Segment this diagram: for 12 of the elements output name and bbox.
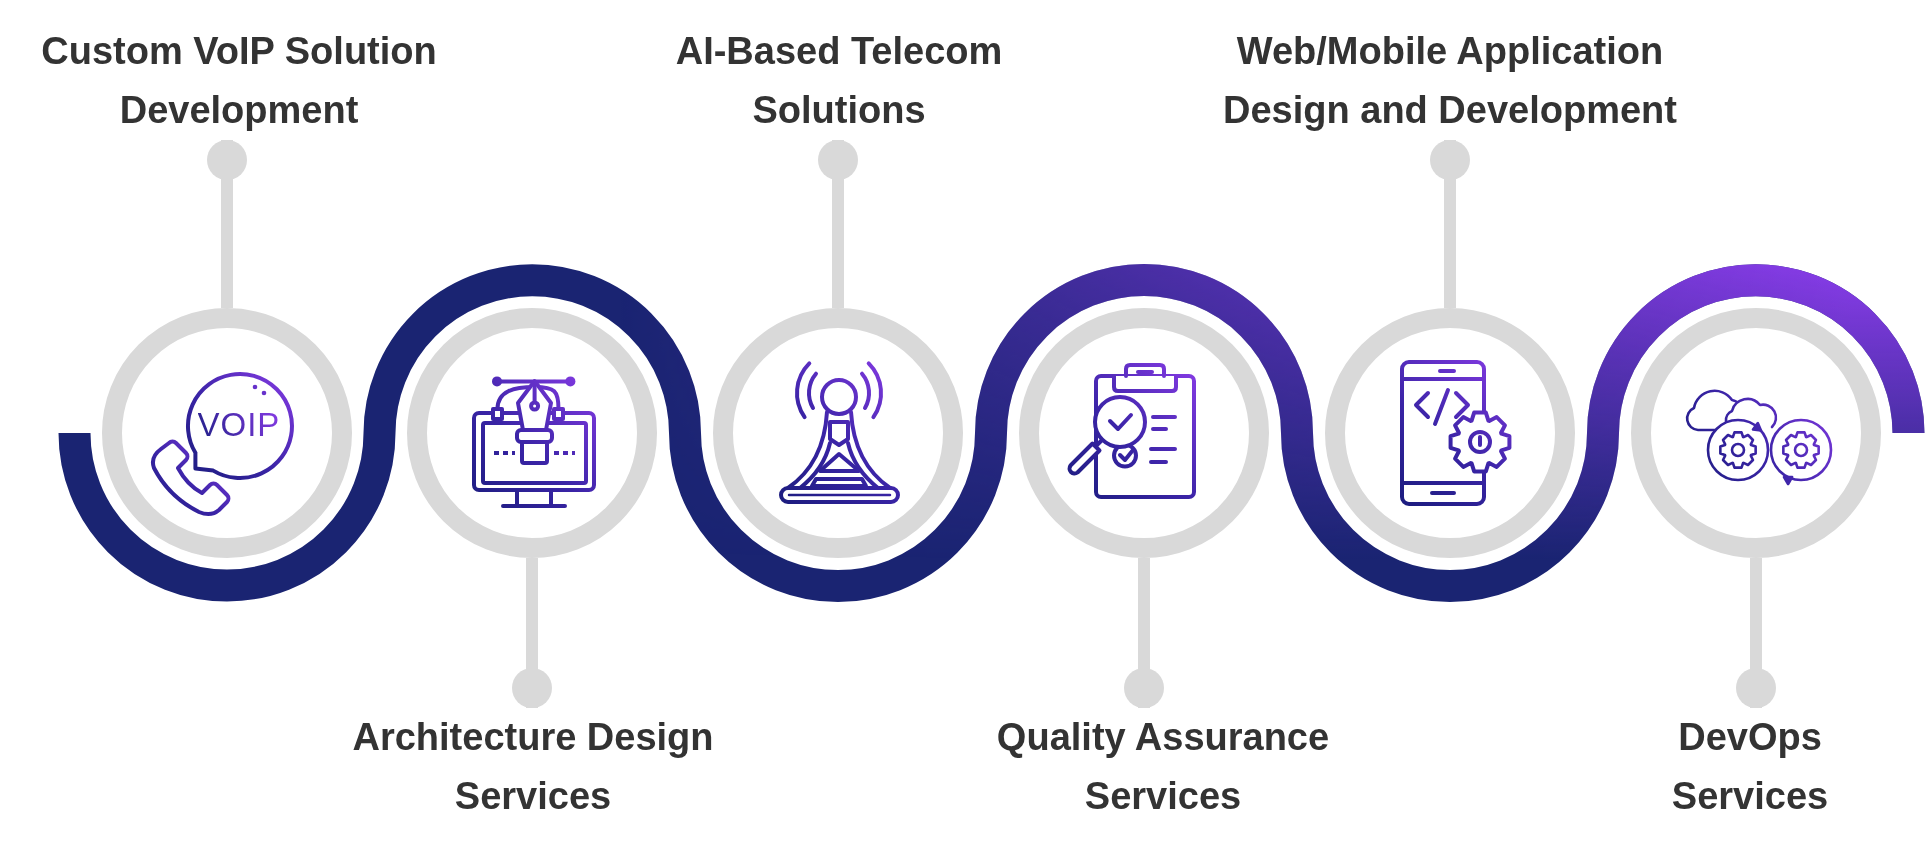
leader-line: [1430, 140, 1470, 308]
service-title: Quality Assurance Services: [994, 708, 1332, 826]
service-title: Web/Mobile Application Design and Development: [1221, 22, 1679, 140]
leader-line: [1124, 558, 1164, 708]
leader-line: [818, 140, 858, 308]
service-title: AI-Based Telecom Solutions: [673, 22, 1005, 140]
service-title: DevOps Services: [1669, 708, 1831, 826]
service-title: Architecture Design Services: [350, 708, 716, 826]
leader-line: [1736, 558, 1776, 708]
service-title: Custom VoIP Solution Development: [39, 22, 439, 140]
leader-line: [207, 140, 247, 308]
leader-line: [512, 558, 552, 708]
